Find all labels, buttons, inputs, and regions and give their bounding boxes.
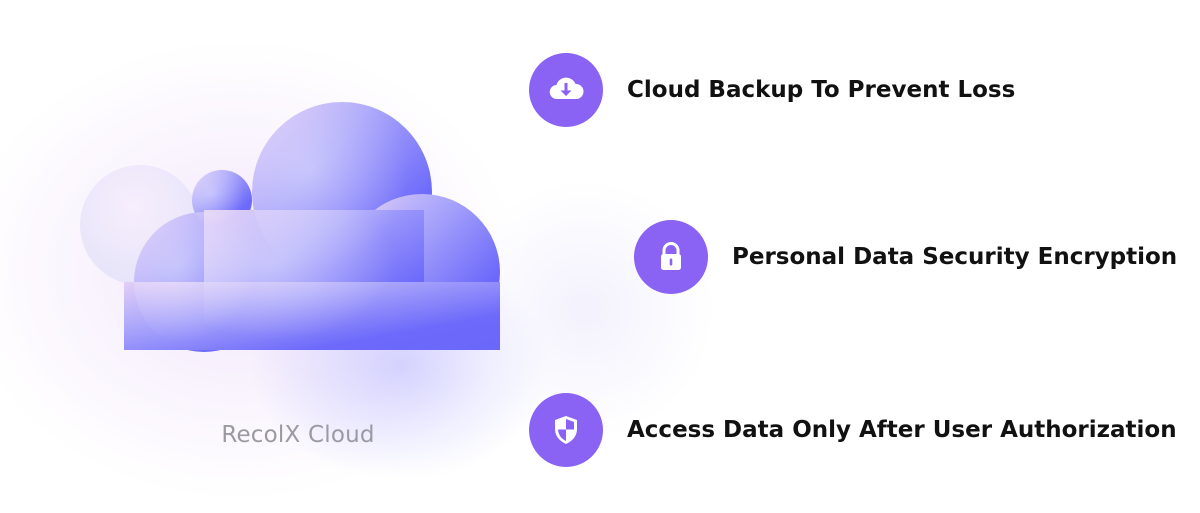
padlock-icon bbox=[634, 220, 708, 294]
feature-label: Personal Data Security Encryption bbox=[732, 244, 1178, 270]
feature-cloud-backup: Cloud Backup To Prevent Loss bbox=[529, 53, 1015, 127]
feature-data-encryption: Personal Data Security Encryption bbox=[634, 220, 1177, 294]
cloud-download-icon bbox=[529, 53, 603, 127]
shield-icon bbox=[529, 393, 603, 467]
cloud-caption: RecolX Cloud bbox=[221, 422, 375, 448]
feature-user-authorization: Access Data Only After User Authorizatio… bbox=[529, 393, 1177, 467]
feature-label: Access Data Only After User Authorizatio… bbox=[627, 417, 1177, 443]
feature-label: Cloud Backup To Prevent Loss bbox=[627, 77, 1016, 103]
cloud-illustration bbox=[60, 100, 500, 380]
